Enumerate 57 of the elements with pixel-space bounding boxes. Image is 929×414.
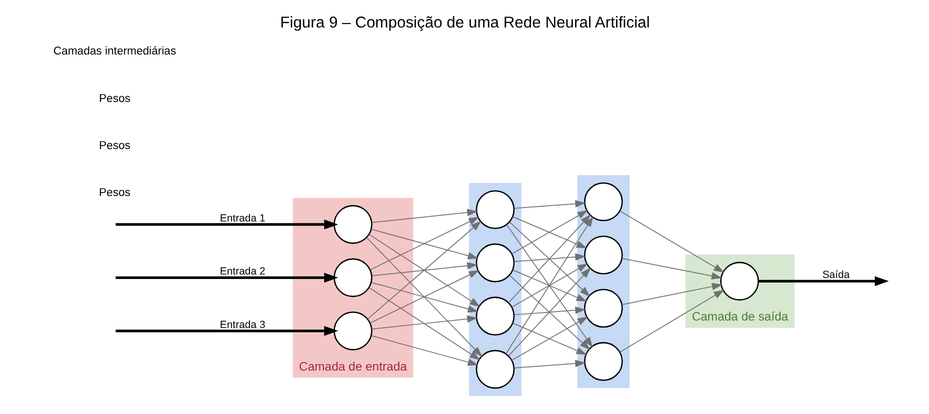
arrow <box>115 326 338 336</box>
arrow <box>508 222 590 297</box>
arrow <box>368 234 480 307</box>
arrow <box>512 216 586 248</box>
arrow <box>366 220 481 320</box>
arrow <box>510 263 588 308</box>
arrow <box>371 208 478 223</box>
label: Pesos <box>98 140 130 152</box>
arrow <box>366 237 482 357</box>
node-circle <box>333 312 372 350</box>
node-circle <box>475 190 514 230</box>
edge-label: Saída <box>822 270 850 282</box>
arrow <box>619 210 724 273</box>
arrow <box>510 316 588 361</box>
diagram-title: Figura 9 – Composição de uma Rede Neural Artificial <box>280 14 650 32</box>
arrow <box>115 220 338 230</box>
arrow <box>368 287 480 360</box>
label: Pesos <box>98 187 130 200</box>
arrow <box>370 282 478 312</box>
arrow <box>621 258 722 280</box>
arrow <box>369 270 479 324</box>
edge-label: Entrada 2 <box>219 266 265 278</box>
arrow <box>513 200 586 209</box>
arrow <box>508 268 590 356</box>
node-circle <box>333 205 372 244</box>
arrow <box>513 306 586 316</box>
arrow <box>758 276 888 286</box>
arrow <box>512 322 586 355</box>
label: Pesos <box>98 92 130 105</box>
node-circle <box>584 236 622 274</box>
label: Camadas intermediárias <box>52 46 176 58</box>
node-circle <box>475 350 514 389</box>
arrow <box>513 360 586 368</box>
node-circle <box>720 262 758 301</box>
arrow <box>371 262 478 276</box>
arrow <box>115 272 338 283</box>
arrow <box>371 315 478 330</box>
arrow <box>619 290 724 353</box>
edge-label: Entrada 3 <box>219 320 265 331</box>
arrow <box>508 214 590 304</box>
edge-label: Entrada 1 <box>219 213 265 224</box>
node-circle <box>584 182 622 222</box>
cluster: Camada de saída <box>684 254 794 328</box>
arrow <box>369 216 479 270</box>
node-circle <box>475 296 514 336</box>
arrow <box>513 253 586 262</box>
arrow <box>510 210 588 254</box>
arrow <box>512 270 586 302</box>
cluster: Camada de entrada <box>292 198 413 378</box>
arrow <box>620 282 722 306</box>
node-circle <box>475 243 514 282</box>
arrow <box>370 335 478 366</box>
arrow <box>508 274 590 350</box>
arrow <box>370 228 478 260</box>
node-circle <box>584 342 622 381</box>
node-circle <box>333 258 372 298</box>
node-circle <box>584 288 622 328</box>
